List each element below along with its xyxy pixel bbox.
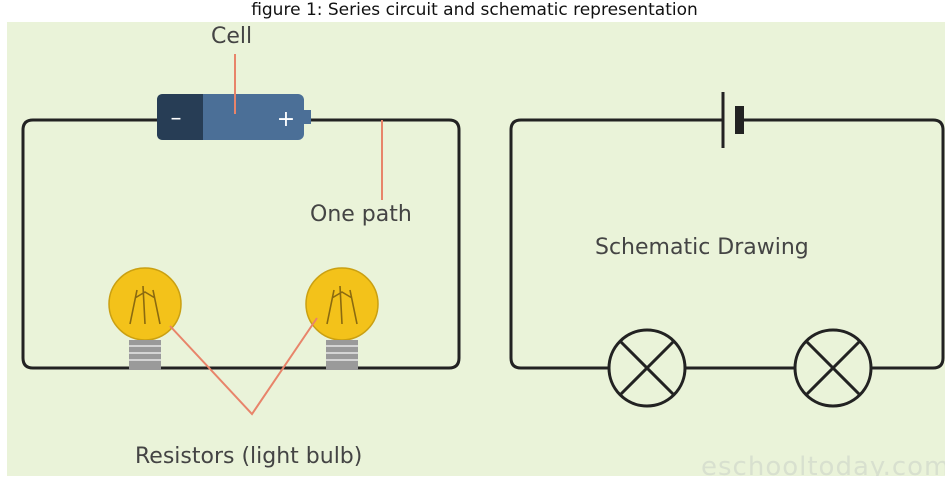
battery-symbol: [721, 92, 744, 148]
circuit-wire: [21, 118, 461, 370]
lamp-symbol-left: [607, 328, 687, 408]
battery-cell: – +: [157, 94, 311, 140]
light-bulb-right: [305, 267, 379, 370]
schematic-wire: [509, 118, 945, 370]
pictorial-circuit: – +: [21, 54, 461, 416]
lamp-symbol-right: [793, 328, 873, 408]
cell-label: Cell: [211, 24, 253, 49]
schematic-circuit: [509, 92, 945, 408]
diagram-panel: – +: [7, 22, 945, 476]
resistors-label: Resistors (light bulb): [135, 444, 363, 469]
one-path-label: One path: [310, 202, 412, 227]
circuit-diagram: – +: [21, 54, 945, 416]
watermark: eschooltoday.com: [701, 452, 945, 476]
schematic-drawing-label: Schematic Drawing: [595, 235, 809, 260]
figure-title: figure 1: Series circuit and schematic r…: [251, 0, 698, 20]
resistor-pointer-lines: [169, 317, 318, 416]
battery-minus-sign: –: [171, 106, 182, 131]
battery-plus-sign: +: [277, 107, 295, 132]
light-bulb-left: [108, 267, 182, 370]
